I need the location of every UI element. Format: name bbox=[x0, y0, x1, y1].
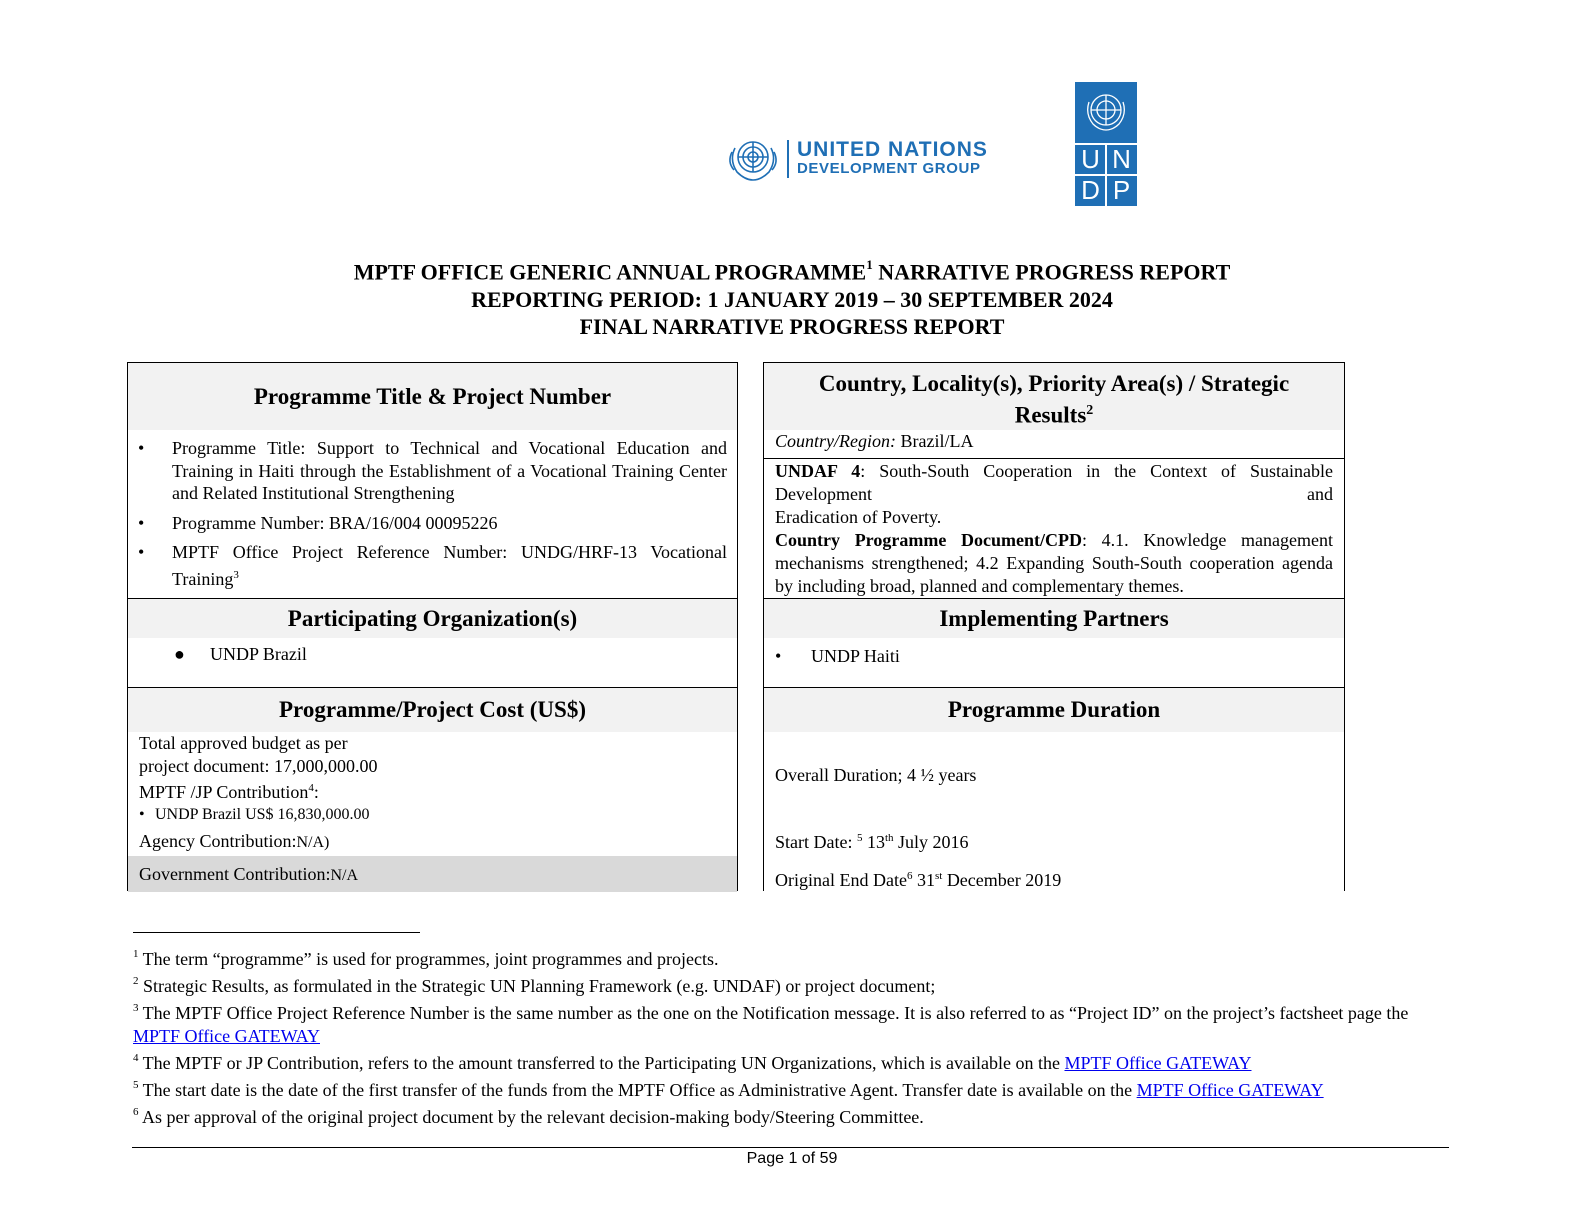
programme-title-list: Programme Title: Support to Technical an… bbox=[128, 430, 737, 590]
title-line1: MPTF OFFICE GENERIC ANNUAL PROGRAMME1 NA… bbox=[353, 257, 1231, 285]
implementing-partner-item: • UNDP Haiti bbox=[775, 646, 900, 666]
undp-logo-graphic bbox=[1075, 82, 1137, 206]
undp-logo: U N D P bbox=[1075, 82, 1137, 206]
start-date: Start Date: 5 13th July 2016 bbox=[775, 831, 969, 852]
left-info-table: Programme Title & Project Number Program… bbox=[127, 362, 738, 892]
undg-wordmark: UNITED NATIONS DEVELOPMENT GROUP bbox=[797, 138, 988, 178]
gateway-link[interactable]: MPTF Office GATEWAY bbox=[1064, 1053, 1252, 1073]
title-line3: FINAL NARRATIVE PROGRESS REPORT bbox=[579, 314, 1005, 340]
participating-org-header: Participating Organization(s) bbox=[128, 599, 737, 638]
right-info-table: Country, Locality(s), Priority Area(s) /… bbox=[763, 362, 1345, 891]
title-line2: REPORTING PERIOD: 1 JANUARY 2019 – 30 SE… bbox=[471, 286, 1113, 312]
participating-org-item: ● UNDP Brazil bbox=[174, 644, 307, 664]
programme-number-item: Programme Number: BRA/16/004 00095226 bbox=[128, 512, 727, 535]
page-number: Page 1 of 59 bbox=[746, 1150, 838, 1167]
programme-title-header: Programme Title & Project Number bbox=[128, 363, 737, 430]
footnotes: 1 The term “programme” is used for progr… bbox=[133, 944, 1453, 1129]
government-contribution: Government Contribution:N/A bbox=[128, 856, 737, 892]
programme-cost-section: Programme/Project Cost (US$) Total appro… bbox=[128, 687, 737, 892]
country-region: Country/Region: Brazil/LA bbox=[764, 430, 1344, 459]
agency-contribution: Agency Contribution:N/A) bbox=[139, 831, 330, 851]
footnote-6: 6 As per approval of the original projec… bbox=[133, 1106, 924, 1127]
programme-title-item: Programme Title: Support to Technical an… bbox=[128, 437, 727, 505]
programme-duration-header: Programme Duration bbox=[764, 688, 1344, 732]
undp-letter-u: U bbox=[1081, 144, 1100, 174]
undp-letter-p: P bbox=[1112, 175, 1131, 205]
country-section: Country, Locality(s), Priority Area(s) /… bbox=[764, 363, 1344, 598]
undg-line1: UNITED NATIONS bbox=[797, 138, 988, 161]
programme-title-section: Programme Title & Project Number Program… bbox=[128, 363, 737, 598]
original-end-date: Original End Date6 31st December 2019 bbox=[775, 870, 1062, 890]
footnote-3: 3 The MPTF Office Project Reference Numb… bbox=[133, 1002, 1409, 1046]
country-header: Country, Locality(s), Priority Area(s) /… bbox=[764, 363, 1344, 430]
participating-org-section: Participating Organization(s) ● UNDP Bra… bbox=[128, 598, 737, 687]
footnote-5: 5 The start date is the date of the firs… bbox=[133, 1079, 1324, 1100]
implementing-partners-header: Implementing Partners bbox=[764, 599, 1344, 638]
programme-cost-header: Programme/Project Cost (US$) bbox=[128, 688, 737, 732]
cost-bullet: •UNDP Brazil US$ 16,830,000.00 bbox=[139, 805, 370, 823]
gateway-link[interactable]: MPTF Office GATEWAY bbox=[133, 1026, 320, 1046]
implementing-partners-section: Implementing Partners • UNDP Haiti bbox=[764, 598, 1344, 687]
undg-logo: UNITED NATIONS DEVELOPMENT GROUP bbox=[725, 134, 988, 184]
gateway-link[interactable]: MPTF Office GATEWAY bbox=[1136, 1080, 1324, 1100]
programme-duration-section: Programme Duration Overall Duration; 4 ½… bbox=[764, 687, 1344, 892]
overall-duration: Overall Duration; 4 ½ years bbox=[775, 765, 977, 785]
programme-cost-body: Total approved budget as per project doc… bbox=[128, 732, 737, 855]
strategic-results: UNDAF 4: South-South Cooperation in the … bbox=[775, 461, 1334, 596]
footnote-1: 1 The term “programme” is used for progr… bbox=[133, 948, 719, 969]
logo-divider bbox=[787, 140, 789, 178]
report-title: MPTF OFFICE GENERIC ANNUAL PROGRAMME1 NA… bbox=[0, 253, 1584, 341]
footnote-2: 2 Strategic Results, as formulated in th… bbox=[133, 975, 936, 996]
undp-letter-n: N bbox=[1112, 144, 1131, 174]
undp-letter-d: D bbox=[1081, 175, 1100, 205]
footnote-4: 4 The MPTF or JP Contribution, refers to… bbox=[133, 1052, 1252, 1073]
undg-line2: DEVELOPMENT GROUP bbox=[797, 160, 981, 177]
un-emblem-icon bbox=[729, 141, 777, 181]
reference-number-item: MPTF Office Project Reference Number: UN… bbox=[128, 541, 727, 590]
page-footer-rule bbox=[132, 1147, 1449, 1148]
footnote-separator bbox=[133, 932, 420, 933]
